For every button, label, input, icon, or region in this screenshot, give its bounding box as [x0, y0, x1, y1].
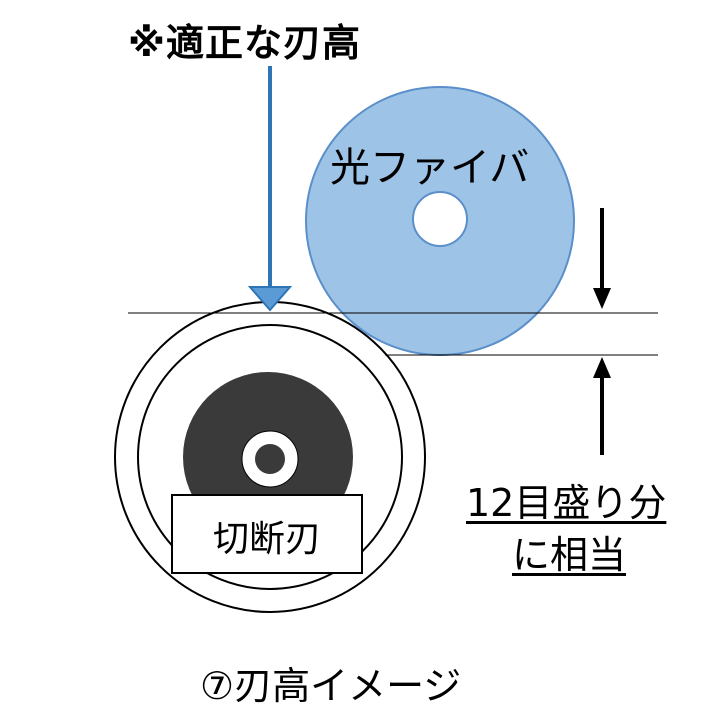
- title: ※適正な刃高: [128, 21, 361, 65]
- blue-arrow-head: [247, 286, 293, 312]
- arrow-down-head: [593, 288, 611, 309]
- blade-label: 切断刃: [213, 519, 322, 560]
- arrow-up-head: [593, 357, 611, 378]
- caption: ⑦刃高イメージ: [200, 664, 462, 708]
- scale-note-line-2: に相当: [512, 533, 627, 577]
- hub-center: [255, 444, 285, 474]
- blade-label-box: [171, 494, 363, 574]
- blade-inner-circle: [137, 324, 403, 590]
- fiber-label: 光ファイバ: [330, 145, 530, 191]
- fiber-center-hole: [412, 191, 468, 247]
- scale-note-line-1: 12目盛り分: [466, 481, 667, 525]
